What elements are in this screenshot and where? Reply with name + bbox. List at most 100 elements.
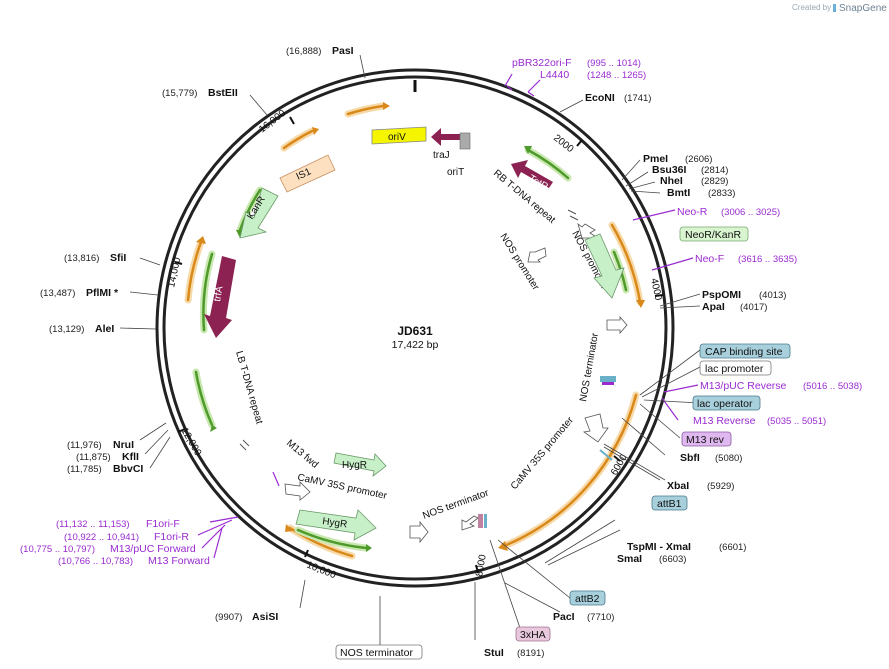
- paci-pos: (7710): [587, 612, 614, 623]
- camv-label-1: CaMV 35S promoter: [509, 415, 576, 492]
- pflmi-pos: (13,487): [40, 288, 75, 299]
- primer-neof-name: Neo-F: [695, 253, 724, 265]
- nos-box: [335, 644, 423, 660]
- camv-label-2: CaMV 35S promoter: [296, 472, 388, 502]
- alei-pos: (13,129): [49, 324, 84, 335]
- backbone-inner: [162, 75, 668, 581]
- econi-name: EcoNI: [585, 92, 615, 104]
- primer-f1orir-name: F1ori-R: [154, 531, 189, 543]
- rb-marker: [567, 209, 579, 221]
- primer-m13pucf-pos: (10,775 .. 10,797): [20, 544, 95, 555]
- is1-feature: [279, 154, 336, 193]
- hygr-feature-1: [333, 452, 387, 477]
- traj-label: traJ: [433, 150, 450, 161]
- lb-marker: [239, 439, 250, 451]
- primer-m13rev-pos: (5035 .. 5051): [767, 416, 826, 427]
- plasmid-name: JD631: [397, 324, 433, 338]
- hygr-feature-2: [295, 509, 377, 541]
- trfa-feature: [204, 256, 236, 338]
- apai-pos: (4017): [740, 302, 767, 313]
- bbvci-pos: (11,785): [67, 464, 102, 475]
- credit-prefix: Created by: [792, 3, 831, 12]
- plasmid-size: 17,422 bp: [392, 339, 439, 351]
- bsteii-pos: (15,779): [162, 88, 197, 99]
- primer-pbr322-pos: (995 .. 1014): [587, 58, 641, 69]
- nos-terminator-arrow-1: [606, 315, 628, 335]
- primer-m13puc-name: M13/pUC Reverse: [700, 380, 787, 392]
- attb2-box-label: attB2: [575, 593, 600, 605]
- neokan-feature: [584, 233, 625, 299]
- snapgene-logo-icon: [833, 4, 836, 12]
- asisi-name: AsiSI: [252, 611, 278, 623]
- primer-m13rev-name: M13 Reverse: [693, 415, 756, 427]
- stui-name: StuI: [484, 647, 504, 659]
- credit-brand: SnapGene: [839, 3, 887, 14]
- tspmi-pos: (6601): [719, 542, 746, 553]
- apai-name: ApaI: [702, 301, 725, 313]
- lacop-box-label: lac operator: [697, 398, 753, 410]
- xbai-name: XbaI: [667, 480, 689, 492]
- pspomi-pos: (4013): [759, 290, 786, 301]
- pasi-name: PasI: [332, 45, 354, 57]
- attb1-marker: [599, 449, 613, 461]
- traj-feature: [431, 128, 471, 150]
- bsteii-name: BstEII: [208, 87, 238, 99]
- green-arcs: [192, 146, 630, 552]
- tetr-feature: [511, 160, 553, 188]
- neokan-box-label: NeoR/KanR: [685, 229, 741, 241]
- nhei-pos: (2829): [701, 176, 728, 187]
- cap-box: [699, 343, 791, 359]
- primer-f1orif-pos: (11,132 .. 11,153): [56, 519, 130, 530]
- nrui-name: NruI: [113, 439, 134, 451]
- camv-arrow-1: [582, 413, 609, 443]
- tick-8000: 8000: [474, 553, 489, 577]
- bmti-pos: (2833): [708, 188, 735, 199]
- primer-f1orir-pos: (10,922 .. 10,941): [64, 532, 139, 543]
- orit-label: oriT: [447, 167, 464, 178]
- nos-terminator-arrow-3: [409, 520, 429, 544]
- pmei-pos: (2606): [685, 154, 712, 165]
- primer-m13f-pos: (10,766 .. 10,783): [58, 556, 133, 567]
- nos-terminator-arrow-2: [461, 515, 479, 531]
- tspmi-name: TspMI - XmaI: [627, 541, 691, 553]
- bsu36i-name: Bsu36I: [652, 164, 687, 176]
- nos-box-label: NOS terminator: [340, 647, 413, 659]
- primer-neor-name: Neo-R: [677, 206, 708, 218]
- oriv-feature: [371, 126, 427, 145]
- oriv-label: oriV: [388, 132, 406, 143]
- kanr-feature: [239, 187, 279, 239]
- primer-m13f-name: M13 Forward: [148, 555, 210, 567]
- primer-l4440-name: L4440: [540, 69, 569, 81]
- tick-10000: 10,000: [305, 560, 338, 582]
- primer-markers: [197, 73, 699, 559]
- econi-pos: (1741): [624, 93, 651, 104]
- pasi-pos: (16,888): [286, 46, 321, 57]
- ha-box-label: 3xHA: [520, 629, 546, 641]
- scale-ticks: [174, 116, 664, 574]
- kfli-name: KflI: [122, 451, 139, 463]
- attb1-box-label: attB1: [657, 498, 682, 510]
- kfli-pos: (11,875): [76, 452, 111, 463]
- bsu36i-pos: (2814): [701, 165, 728, 176]
- sfii-pos: (13,816): [64, 253, 99, 264]
- tick-14000: 14,000: [166, 256, 183, 289]
- primer-l4440-pos: (1248 .. 1265): [587, 70, 646, 81]
- bbvci-name: BbvCI: [113, 463, 143, 475]
- attb2-box: [569, 590, 606, 606]
- pspomi-name: PspOMI: [702, 289, 741, 301]
- neokan-box: [679, 226, 749, 242]
- lac-cluster: [600, 376, 616, 385]
- lacprom-box: [699, 360, 772, 376]
- hygr-label-1: HygR: [342, 460, 367, 471]
- smai-pos: (6603): [659, 554, 686, 565]
- primer-m13puc-pos: (5016 .. 5038): [803, 381, 862, 392]
- hygr-label-2: HygR: [322, 516, 348, 530]
- primer-f1orif-name: F1ori-F: [146, 518, 180, 530]
- primer-pbr322-name: pBR322ori-F: [512, 57, 572, 69]
- orange-arrowheads: [196, 102, 645, 551]
- paci-name: PacI: [553, 611, 575, 623]
- lacprom-box-label: lac promoter: [705, 363, 764, 375]
- tick-2000: 2000: [551, 133, 576, 156]
- site-pointer-lines: [119, 54, 701, 646]
- m13fwd-label: M13 fwd: [284, 438, 320, 471]
